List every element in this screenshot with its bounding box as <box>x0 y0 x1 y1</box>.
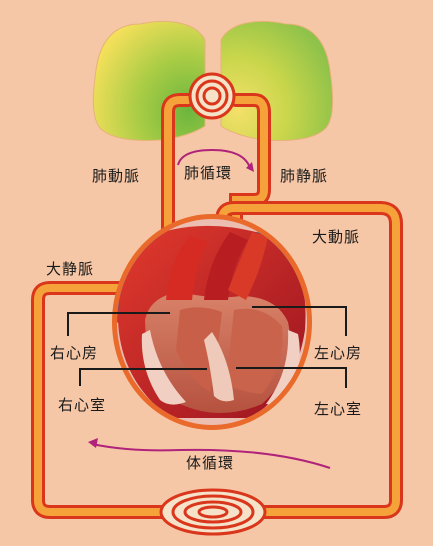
vena-cava-label: 大静脈 <box>46 258 94 279</box>
left-ventricle-label: 左心室 <box>314 398 362 419</box>
right-lung <box>221 21 333 140</box>
right-atrium-label: 右心房 <box>50 342 98 363</box>
lung-capillary-coil <box>190 74 234 118</box>
aorta-label: 大動脈 <box>312 226 360 247</box>
left-atrium-label: 左心房 <box>314 342 362 363</box>
pulmonary-vein-label: 肺静脈 <box>280 165 328 186</box>
systemic-circulation-label: 体循環 <box>186 452 234 473</box>
left-lung <box>93 21 205 140</box>
pulmonary-artery-label: 肺動脈 <box>92 165 140 186</box>
body-capillary-coil <box>161 490 265 534</box>
right-ventricle-label: 右心室 <box>58 394 106 415</box>
pulmonary-circulation-label: 肺循環 <box>184 162 232 183</box>
heart <box>110 214 330 430</box>
